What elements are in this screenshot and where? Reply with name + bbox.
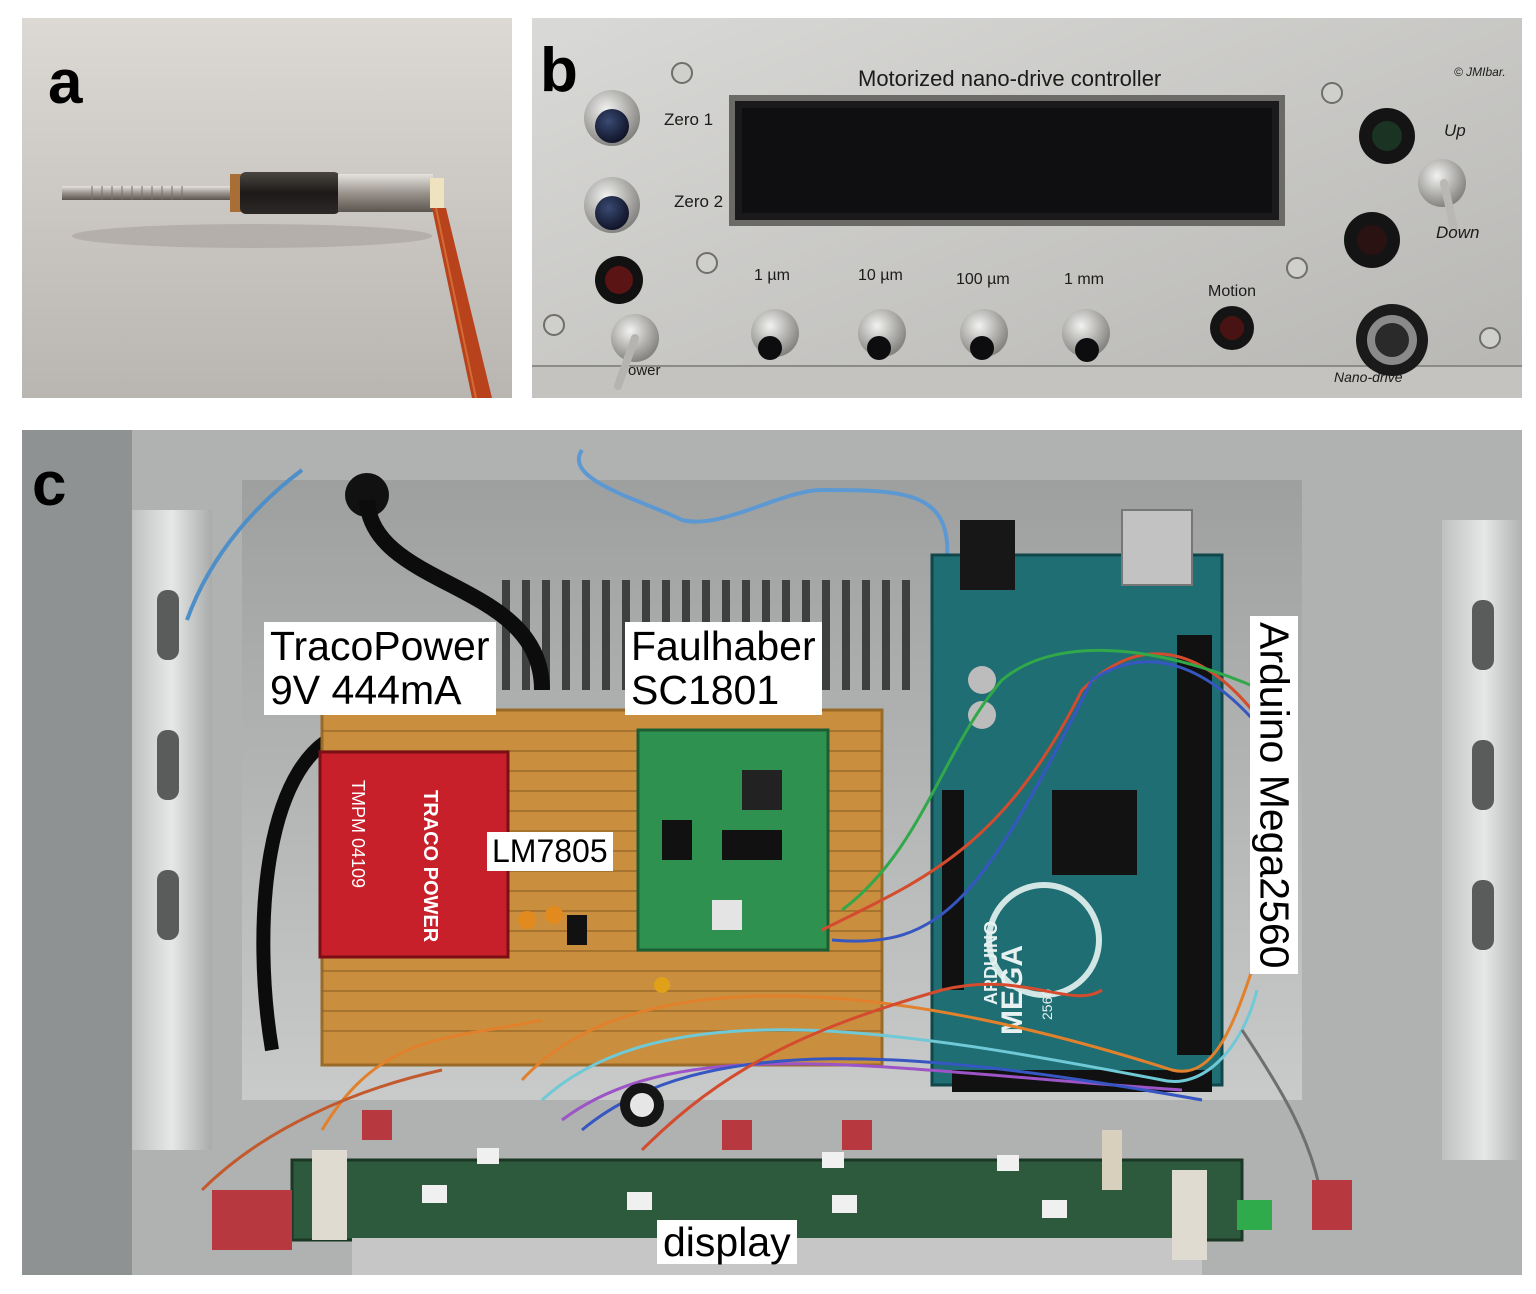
traco-brand-text: TRACO POWER <box>419 790 441 943</box>
arduino-2560-text: 2560 <box>1039 989 1055 1020</box>
step-100um-label: 100 µm <box>956 271 1010 288</box>
up-label: Up <box>1444 121 1466 140</box>
tracopower-label-line2: 9V 444mA <box>270 667 462 714</box>
zero2-label: Zero 2 <box>674 192 723 211</box>
copyright-mark: © JMIbar. <box>1454 65 1506 79</box>
faulhaber-label-line2: SC1801 <box>631 667 780 714</box>
lm7805-label: LM7805 <box>487 832 613 871</box>
step-1mm-label: 1 mm <box>1064 271 1104 288</box>
traco-model-text: TMPM 04109 <box>348 780 368 888</box>
panel-b-letter: b <box>540 36 578 105</box>
power-label: ower <box>628 362 661 379</box>
panel-c-photo: TRACO POWER TMPM 04109 ARDUINO MEGA 2560 <box>22 430 1522 1275</box>
arduino-mega-text: MEGA <box>996 945 1029 1035</box>
panel-c-letter: c <box>32 450 67 519</box>
faulhaber-label: Faulhaber SC1801 <box>625 622 822 715</box>
step-1um-label: 1 µm <box>754 267 790 284</box>
display-label: display <box>657 1220 797 1264</box>
zero1-label: Zero 1 <box>664 110 713 129</box>
panel-a-letter: a <box>48 48 83 117</box>
controller-front-panel: Motorized nano-drive controller © JMIbar… <box>532 18 1522 398</box>
arduino-mega-label: Arduino Mega2560 <box>1250 616 1299 975</box>
motion-label: Motion <box>1208 283 1256 300</box>
nanodrive-motor-photo <box>22 18 512 398</box>
down-label: Down <box>1436 223 1479 242</box>
panel-title: Motorized nano-drive controller <box>858 66 1161 91</box>
panel-a-photo: a <box>22 18 512 398</box>
panel-b-photo: Motorized nano-drive controller © JMIbar… <box>532 18 1522 398</box>
faulhaber-label-line1: Faulhaber <box>631 623 816 669</box>
tracopower-label: TracoPower 9V 444mA <box>264 622 496 715</box>
tracopower-label-line1: TracoPower <box>270 623 490 669</box>
nanodrive-label: Nano-drive <box>1334 369 1403 385</box>
step-10um-label: 10 µm <box>858 267 903 284</box>
